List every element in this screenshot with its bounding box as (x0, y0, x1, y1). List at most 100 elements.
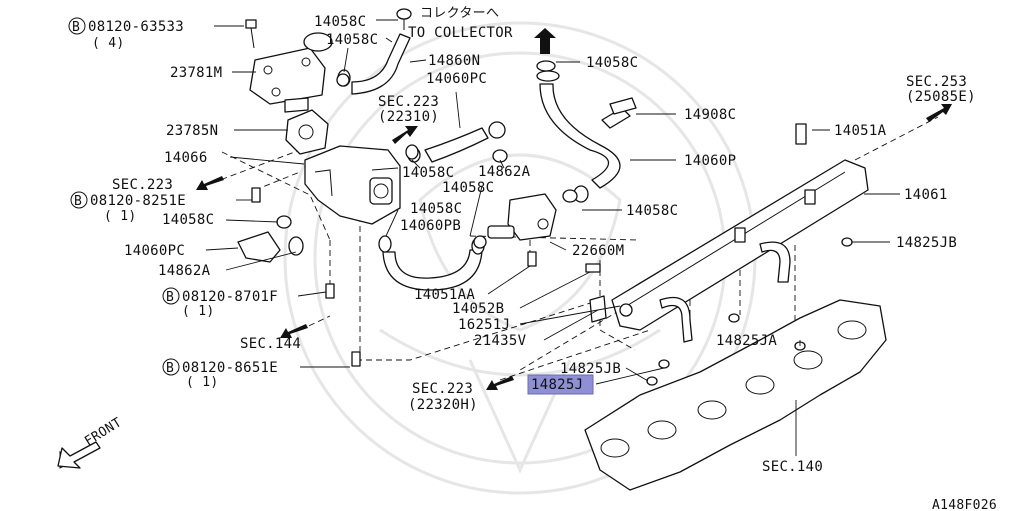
callout-sec140[interactable]: SEC.140 (762, 459, 823, 475)
svg-text:14825JB: 14825JB (560, 361, 621, 377)
callout-bolt-08120-8701F[interactable]: B 08120-8701F ( 1) (162, 287, 278, 319)
callout-14862A-left[interactable]: 14862A (158, 263, 211, 279)
leader-lines (205, 19, 900, 456)
callout-14058C-mid2[interactable]: 14058C (442, 180, 494, 196)
callout-to-collector: コレクターへ TO COLLECTOR (408, 6, 513, 41)
callout-sec144[interactable]: SEC.144 (240, 336, 301, 352)
svg-text:(22320H): (22320H) (408, 397, 478, 413)
svg-text:SEC.223: SEC.223 (378, 94, 439, 110)
callout-14058C-mid[interactable]: 14058C (402, 165, 454, 181)
callout-bolt-08120-8251E[interactable]: B 08120-8251E ( 1) (70, 191, 186, 224)
svg-text:14051A: 14051A (834, 123, 887, 139)
svg-text:23785N: 23785N (166, 123, 218, 139)
callout-23785N[interactable]: 23785N (166, 123, 218, 139)
diagram-code: A148F026 (932, 498, 997, 511)
callout-14825JB-low[interactable]: 14825JB (560, 361, 621, 377)
svg-text:SEC.140: SEC.140 (762, 459, 823, 475)
callout-16251J[interactable]: 16251J (458, 317, 510, 333)
svg-text:14052B: 14052B (452, 301, 504, 317)
svg-text:16251J: 16251J (458, 317, 510, 333)
svg-text:14908C: 14908C (684, 107, 736, 123)
svg-text:14058C: 14058C (626, 203, 678, 219)
callout-14052B[interactable]: 14052B (452, 301, 504, 317)
svg-text:コレクターへ: コレクターへ (420, 6, 499, 21)
callout-sec223-top[interactable]: SEC.223 (22310) (378, 94, 439, 125)
callout-14825JA[interactable]: 14825JA (716, 333, 777, 349)
front-indicator: FRONT (82, 415, 124, 449)
callout-22660M[interactable]: 22660M (572, 243, 624, 259)
svg-text:(25085E): (25085E) (906, 89, 976, 105)
callout-21435V[interactable]: 21435V (474, 333, 527, 349)
svg-text:(22310): (22310) (378, 109, 439, 125)
svg-text:14058C: 14058C (442, 180, 494, 196)
callout-14908C[interactable]: 14908C (684, 107, 736, 123)
callout-14051AA[interactable]: 14051AA (414, 287, 475, 303)
callout-14862A-mid[interactable]: 14862A (478, 164, 531, 180)
arrow-sec144 (280, 324, 308, 338)
callout-14058C-top2[interactable]: 14058C (326, 32, 378, 48)
callout-14860N[interactable]: 14860N (428, 53, 480, 69)
callout-sec253[interactable]: SEC.253 (25085E) (906, 74, 976, 105)
arrow-sec223-low (486, 376, 514, 390)
hose-14060P[interactable] (536, 60, 621, 203)
svg-text:14058C: 14058C (326, 32, 378, 48)
callout-14060PB[interactable]: 14060PB (400, 218, 461, 234)
arrow-sec223-left (196, 176, 224, 190)
fuel-rail-14061[interactable] (611, 159, 869, 343)
svg-text:14060PC: 14060PC (124, 243, 185, 259)
callout-14051A[interactable]: 14051A (834, 123, 887, 139)
svg-text:B: B (166, 290, 174, 305)
svg-text:14066: 14066 (164, 150, 208, 166)
callout-14058C-tube[interactable]: 14058C (586, 55, 638, 71)
callout-14825JB-right[interactable]: 14825JB (896, 235, 957, 251)
svg-text:14058C: 14058C (162, 212, 214, 228)
arrow-sec253 (926, 104, 952, 122)
svg-text:B: B (74, 194, 82, 209)
callout-14058C-lower[interactable]: 14058C (410, 201, 462, 217)
svg-text:14051AA: 14051AA (414, 287, 475, 303)
fasteners (251, 73, 853, 386)
svg-text:( 1): ( 1) (186, 375, 219, 390)
svg-text:14860N: 14860N (428, 53, 480, 69)
callout-14061[interactable]: 14061 (904, 187, 948, 203)
callout-14058C-left[interactable]: 14058C (162, 212, 214, 228)
svg-text:14060PB: 14060PB (400, 218, 461, 234)
callout-bolt-08120-8651E[interactable]: B 08120-8651E ( 1) (162, 358, 278, 390)
callout-14060PC-left[interactable]: 14060PC (124, 243, 185, 259)
pressure-regulator-21435V[interactable] (589, 295, 607, 323)
callout-14058C-top1[interactable]: 14058C (314, 14, 366, 30)
iacv-22660M[interactable] (487, 193, 557, 241)
svg-text:14058C: 14058C (586, 55, 638, 71)
svg-text:SEC.144: SEC.144 (240, 336, 301, 352)
svg-text:14862A: 14862A (478, 164, 531, 180)
svg-text:14058C: 14058C (410, 201, 462, 217)
svg-text:B: B (166, 361, 174, 376)
gasket-23785N[interactable] (285, 109, 329, 155)
direction-arrows (57, 28, 952, 469)
throttle-chamber-14066[interactable] (304, 145, 401, 225)
callout-14825J[interactable]: 14825J (527, 374, 594, 395)
hose-14060PC-left[interactable] (237, 231, 304, 263)
svg-text:14862A: 14862A (158, 263, 211, 279)
clamp-14908C[interactable] (601, 97, 637, 129)
callout-23781M[interactable]: 23781M (170, 65, 222, 81)
svg-text:14058C: 14058C (314, 14, 366, 30)
svg-text:22660M: 22660M (572, 243, 624, 259)
svg-text:( 1): ( 1) (182, 304, 215, 319)
callout-14066[interactable]: 14066 (164, 150, 208, 166)
svg-text:FRONT: FRONT (82, 415, 124, 449)
svg-text:SEC.223: SEC.223 (412, 381, 473, 397)
callout-bolt-08120-63533[interactable]: B 08120-63533 ( 4) (68, 17, 184, 51)
callout-sec223-low[interactable]: SEC.223 (22320H) (408, 381, 478, 413)
hose-14060PC-top[interactable] (407, 121, 506, 163)
callout-14060P[interactable]: 14060P (684, 153, 736, 169)
callout-sec223-left[interactable]: SEC.223 (112, 177, 173, 193)
aux-air-valve-23781M[interactable] (245, 19, 333, 113)
callout-14060PC-top[interactable]: 14060PC (426, 71, 487, 87)
svg-text:23781M: 23781M (170, 65, 222, 81)
arrow-to-collector (534, 28, 556, 54)
svg-text:SEC.223: SEC.223 (112, 177, 173, 193)
callout-14058C-right[interactable]: 14058C (626, 203, 678, 219)
svg-text:SEC.253: SEC.253 (906, 74, 967, 90)
intake-manifold-SEC140[interactable] (584, 299, 887, 491)
